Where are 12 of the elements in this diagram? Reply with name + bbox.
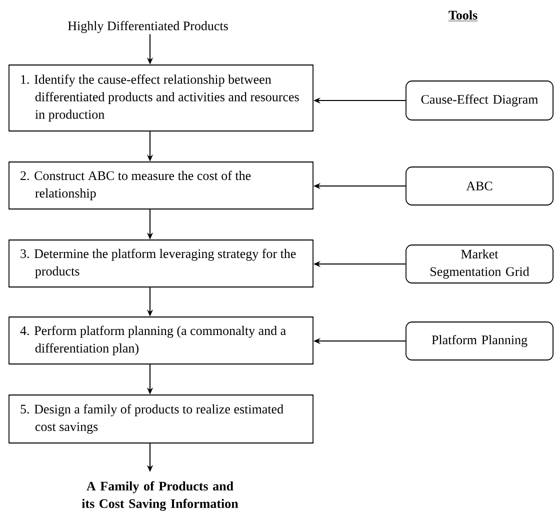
- tool-box: Cause-Effect Diagram: [406, 80, 554, 120]
- step-box: 4. Perform platform planning (a commonalty and a differentiation plan): [8, 316, 314, 364]
- tool-box: Platform Planning: [406, 322, 554, 360]
- step-box: 1. Identify the cause-effect relationship between differentiated products and activities and resources in production: [8, 64, 314, 132]
- column-heading: Tools: [448, 10, 478, 22]
- step-box: 2. Construct ABC to measure the cost of the relationship: [8, 162, 314, 210]
- output-text: A Family of Products and its Cost Saving Information: [82, 481, 238, 511]
- tool-box: ABC: [406, 166, 554, 206]
- tool-box: Market Segmentation Grid: [406, 244, 554, 284]
- step-box: 3. Determine the platform leveraging strategy for the products: [8, 240, 314, 288]
- step-box: 5. Design a family of products to realize estimated cost savings: [8, 394, 314, 444]
- input-text: Highly Differentiated Products: [68, 21, 228, 33]
